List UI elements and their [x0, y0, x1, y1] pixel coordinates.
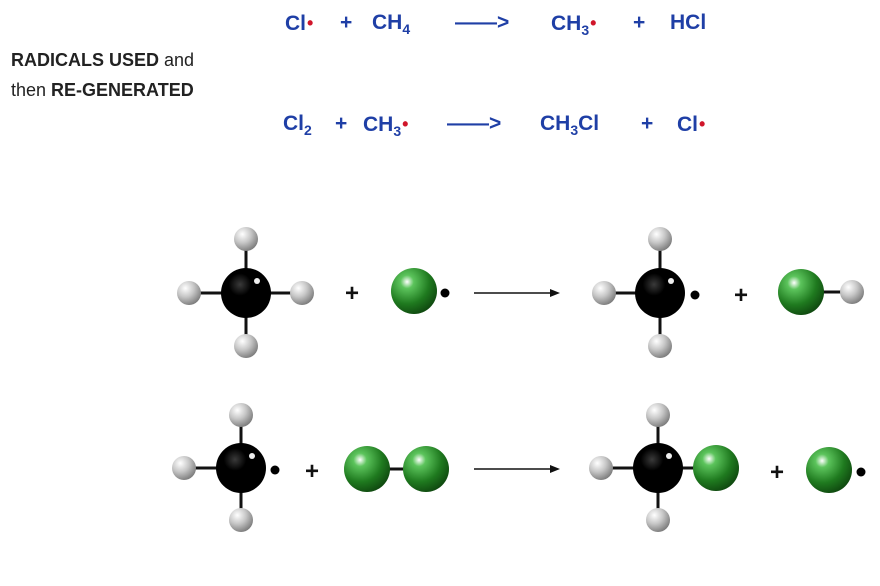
caption-bold-1: RADICALS USED: [11, 50, 160, 70]
eq1-plus1: +: [340, 11, 353, 34]
radical-dot: [270, 465, 280, 475]
carbon-atom: [633, 443, 683, 493]
caption: RADICALS USED and then RE-GENERATED: [11, 45, 194, 105]
hydrogen-atom: [177, 281, 201, 305]
chlorine-atom: [391, 268, 437, 314]
highlight: [668, 278, 674, 284]
hydrogen-atom: [840, 280, 864, 304]
hydrogen-atom: [589, 456, 613, 480]
plus-sign: +: [770, 459, 784, 486]
carbon-atom: [221, 268, 271, 318]
hydrogen-atom: [646, 508, 670, 532]
eq1-arrow: ——>: [455, 11, 510, 34]
hydrogen-atom: [592, 281, 616, 305]
eq2-rhs1: CH3Cl: [540, 112, 600, 138]
chlorine-molecule: [344, 446, 449, 492]
chlorine-atom: [403, 446, 449, 492]
caption-bold-2: RE-GENERATED: [51, 80, 194, 100]
eq1-rhs1: CH3•: [551, 12, 597, 38]
eq2-lhs1: Cl2: [283, 112, 312, 138]
radical-dot: •: [590, 13, 597, 33]
carbon-atom: [216, 443, 266, 493]
eq2-plus2: +: [641, 112, 654, 135]
methyl-radical: [592, 227, 700, 358]
eq1-plus2: +: [633, 11, 646, 34]
hydrogen-atom: [234, 227, 258, 251]
chlorine-atom: [806, 447, 852, 493]
eq2-arrow: ——>: [447, 112, 502, 135]
eq1-lhs1: Cl•: [285, 12, 314, 35]
methane-molecule: [177, 227, 314, 358]
plus-sign: +: [345, 280, 359, 307]
hydrogen-chloride: [778, 269, 864, 315]
equation-1: Cl• + CH4 ——> CH3• + HCl: [0, 8, 880, 38]
hydrogen-atom: [229, 508, 253, 532]
carbon-atom: [635, 268, 685, 318]
chlorine-atom: [344, 446, 390, 492]
hydrogen-atom: [290, 281, 314, 305]
hydrogen-atom: [172, 456, 196, 480]
eq2-lhs2: CH3•: [363, 113, 409, 139]
hydrogen-atom: [234, 334, 258, 358]
eq1-rhs2: HCl: [670, 11, 707, 34]
plus-sign: +: [734, 282, 748, 309]
chlorine-atom: [778, 269, 824, 315]
eq1-lhs2: CH4: [372, 11, 411, 37]
caption-line-2: then RE-GENERATED: [11, 75, 194, 105]
radical-dot: •: [307, 13, 314, 33]
caption-plain-2: then: [11, 80, 52, 100]
hydrogen-atom: [648, 227, 672, 251]
equation-2: Cl2 + CH3• ——> CH3Cl + Cl•: [0, 109, 880, 139]
caption-rest-1: and: [159, 50, 195, 70]
chlorine-atom: [693, 445, 739, 491]
radical-dot: •: [402, 114, 409, 134]
plus-sign: +: [305, 458, 319, 485]
radical-dot: [440, 288, 450, 298]
reaction-arrow: [474, 465, 560, 473]
highlight: [249, 453, 255, 459]
chlorine-radical: [806, 447, 866, 493]
hydrogen-atom: [648, 334, 672, 358]
hydrogen-atom: [229, 403, 253, 427]
hydrogen-atom: [646, 403, 670, 427]
chlorine-radical: [391, 268, 450, 314]
highlight: [666, 453, 672, 459]
reaction-arrow: [474, 289, 560, 297]
eq2-plus1: +: [335, 112, 348, 135]
methyl-radical: [172, 403, 280, 532]
highlight: [254, 278, 260, 284]
eq2-rhs2: Cl•: [677, 113, 706, 136]
radical-dot: [856, 467, 866, 477]
caption-line-1: RADICALS USED and: [11, 45, 194, 75]
chloromethane-molecule: [589, 403, 739, 532]
radical-dot: [690, 290, 700, 300]
radical-dot: •: [699, 114, 706, 134]
